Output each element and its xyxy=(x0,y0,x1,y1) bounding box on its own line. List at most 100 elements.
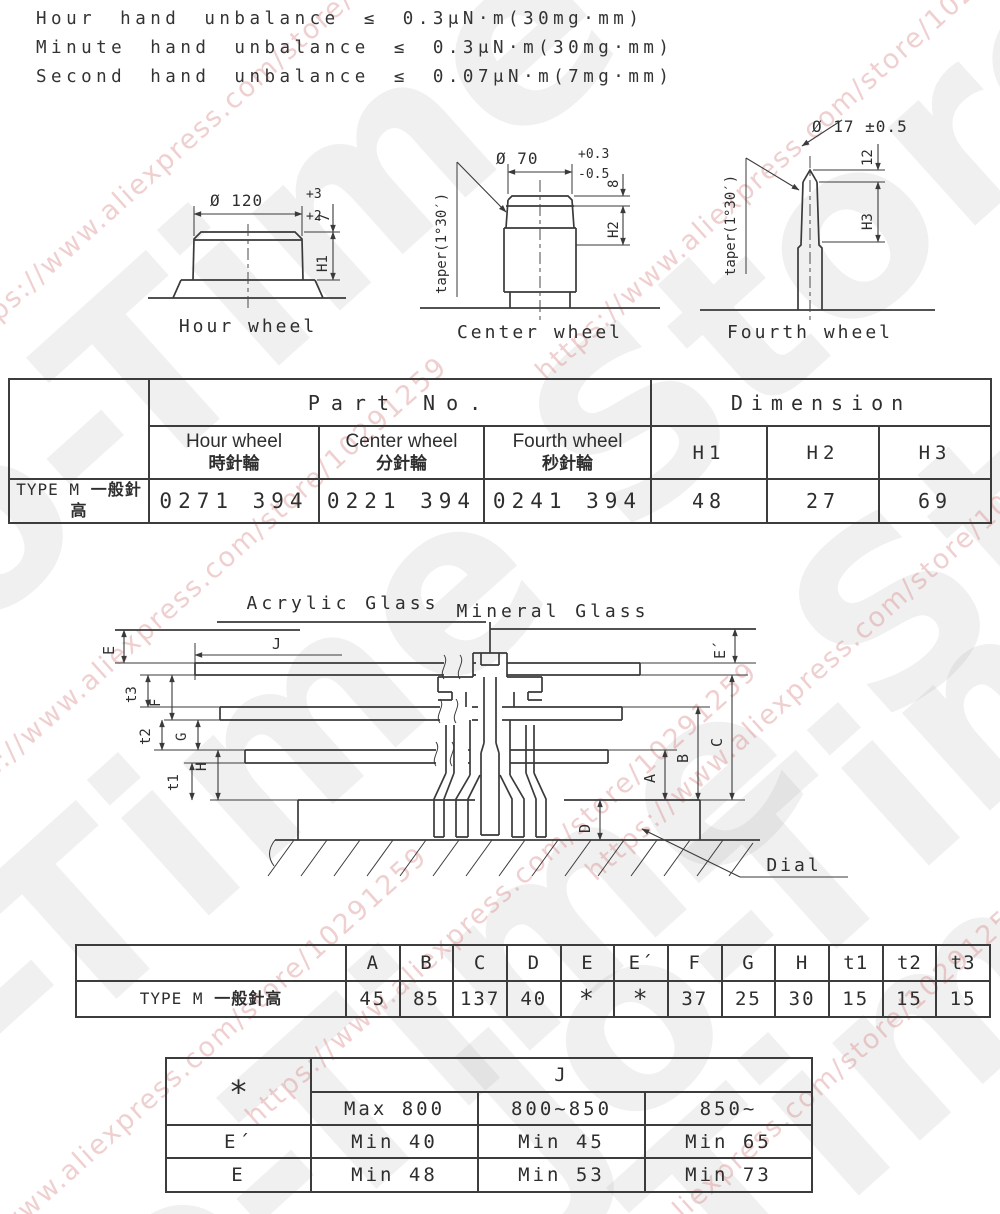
hour-wheel-outline xyxy=(148,224,346,312)
value-h2: 27 xyxy=(766,478,880,524)
dim-e-prime: E´ xyxy=(711,641,729,659)
spec-line-second: Second hand unbalance ≤ 0.07μN·m(7mg·mm) xyxy=(36,67,674,87)
j-range-max800: Max 800 xyxy=(310,1091,479,1126)
table2-corner-cell xyxy=(75,944,347,982)
value-g: 25 xyxy=(720,980,777,1018)
table-row: E Min 48 Min 53 Min 73 xyxy=(165,1157,813,1193)
type-m-label-en: TYPE M xyxy=(139,988,204,1008)
table-row: E´ Min 40 Min 45 Min 65 xyxy=(165,1124,813,1159)
type-m-row-label: TYPE M 一般針高 xyxy=(75,980,347,1018)
col-fourth-wheel-en: Fourth wheel xyxy=(512,431,623,452)
fourth-wheel-dim-h3: H3 xyxy=(860,213,876,230)
col-c: C xyxy=(452,944,508,982)
col-d: D xyxy=(505,944,562,982)
dim-h: H xyxy=(194,763,210,771)
e-min-3: Min 73 xyxy=(644,1157,813,1193)
value-e-prime-asterisk: * xyxy=(613,980,669,1018)
hour-wheel-dim-7: 7 xyxy=(317,214,333,222)
center-wheel-dimensions: Ø 70 +0.3 -0.5 taper(1°30′) 8 H2 xyxy=(434,147,630,297)
center-wheel-dim-8: 8 xyxy=(606,180,622,188)
col-center-wheel: Center wheel 分針輪 xyxy=(318,425,485,480)
e-prime-min-3: Min 65 xyxy=(644,1124,813,1159)
fourth-wheel-drawing: Ø 17 ±0.5 taper(1°30′) 12 H3 Fourth whee… xyxy=(700,117,935,343)
col-a: A xyxy=(345,944,401,982)
hour-wheel-dimensions: Ø 120 +3 +2 7 H1 xyxy=(193,187,340,281)
col-fourth-wheel: Fourth wheel 秒針輪 xyxy=(483,425,652,480)
center-wheel-outline xyxy=(420,180,660,322)
mineral-glass-label: Mineral Glass xyxy=(457,601,650,622)
center-wheel-taper-note: taper(1°30′) xyxy=(434,193,450,294)
j-range-table: * J Max 800 800~850 850~ E´ Min 40 Min 4… xyxy=(165,1057,813,1193)
col-hour-wheel: Hour wheel 時針輪 xyxy=(148,425,320,480)
col-e: E xyxy=(559,944,616,982)
dim-d: D xyxy=(576,824,594,833)
hour-wheel-label: Hour wheel xyxy=(179,316,317,337)
hour-wheel-tol-lower: +2 xyxy=(306,209,322,224)
value-t1: 15 xyxy=(827,980,884,1018)
part-no-center-wheel: 0221 394 xyxy=(318,478,485,524)
col-t3: t3 xyxy=(935,944,991,982)
acrylic-glass-label: Acrylic Glass xyxy=(247,593,440,614)
dim-t1: t1 xyxy=(166,774,182,791)
center-wheel-dim-h2: H2 xyxy=(606,221,622,238)
dim-g: G xyxy=(174,733,190,741)
glass-dial-cross-section: E J t3 F t2 G H t1 E´ A B C D xyxy=(100,593,848,878)
dial-label: Dial xyxy=(766,855,821,876)
hour-wheel-tol-upper: +3 xyxy=(306,187,322,202)
part-no-hour-wheel: 0271 394 xyxy=(148,478,320,524)
dim-j: J xyxy=(272,635,281,653)
fourth-wheel-outline xyxy=(700,156,935,324)
value-e-asterisk: * xyxy=(559,980,616,1018)
col-h2: H2 xyxy=(766,425,880,480)
hand-bars xyxy=(194,654,756,767)
table-row: TYPE M 一般針高 0271 394 0221 394 0241 394 4… xyxy=(8,478,993,524)
j-range-850plus: 850~ xyxy=(644,1091,813,1126)
center-wheel-tol-lower: -0.5 xyxy=(578,167,609,182)
col-hour-wheel-en: Hour wheel xyxy=(185,431,283,452)
glass-reference-lines xyxy=(115,621,756,653)
table-row: TYPE M 一般針高 45 85 137 40 * * 37 25 30 15… xyxy=(75,980,991,1018)
table1-corner-cell xyxy=(8,378,150,480)
dim-f: F xyxy=(148,699,164,707)
fourth-wheel-dimensions: Ø 17 ±0.5 taper(1°30′) 12 H3 xyxy=(723,117,908,276)
center-wheel-tol-upper: +0.3 xyxy=(578,147,609,162)
cross-section-dims-right: E´ A B C D xyxy=(576,628,745,841)
value-a: 45 xyxy=(345,980,401,1018)
value-h: 30 xyxy=(774,980,830,1018)
col-h: H xyxy=(774,944,830,982)
unbalance-specs: Hour hand unbalance ≤ 0.3μN·m(30mg·mm) M… xyxy=(36,5,673,92)
dial-outline xyxy=(267,799,760,877)
fourth-wheel-dim-12: 12 xyxy=(860,149,876,166)
center-shaft-assembly xyxy=(433,652,547,838)
e-prime-min-2: Min 45 xyxy=(477,1124,646,1159)
j-range-800-850: 800~850 xyxy=(477,1091,646,1126)
dimension-letters-table: A B C D E E´ F G H t1 t2 t3 TYPE M 一般針高 … xyxy=(75,944,991,1018)
type-m-label-en: TYPE M xyxy=(16,480,81,499)
cross-section-dims-left: E J t3 F t2 G H t1 xyxy=(100,629,342,801)
fourth-wheel-taper-note: taper(1°30′) xyxy=(723,175,739,276)
row-label-e: E xyxy=(165,1157,312,1193)
e-prime-min-1: Min 40 xyxy=(310,1124,479,1159)
col-h3: H3 xyxy=(877,425,993,480)
type-m-label-cn: 一般針高 xyxy=(70,482,142,520)
spec-line-minute: Minute hand unbalance ≤ 0.3μN·m(30mg·mm) xyxy=(36,38,674,58)
col-g: G xyxy=(720,944,777,982)
col-b: B xyxy=(398,944,455,982)
value-h1: 48 xyxy=(650,478,768,524)
dim-t3: t3 xyxy=(124,686,140,703)
col-t1: t1 xyxy=(827,944,884,982)
asterisk-corner: * xyxy=(165,1057,312,1126)
center-wheel-drawing: Ø 70 +0.3 -0.5 taper(1°30′) 8 H2 Center … xyxy=(420,147,660,343)
center-wheel-diameter: Ø 70 xyxy=(496,149,539,168)
fourth-wheel-label: Fourth wheel xyxy=(727,322,893,343)
dim-t2: t2 xyxy=(138,728,154,745)
fourth-wheel-diameter: Ø 17 ±0.5 xyxy=(812,117,908,136)
value-h3: 69 xyxy=(877,478,993,524)
hour-wheel-dim-h1: H1 xyxy=(315,255,331,272)
col-center-wheel-en: Center wheel xyxy=(345,431,458,452)
value-d: 40 xyxy=(505,980,562,1018)
dim-e: E xyxy=(100,646,118,655)
value-t2: 15 xyxy=(881,980,938,1018)
center-wheel-label: Center wheel xyxy=(457,322,623,343)
